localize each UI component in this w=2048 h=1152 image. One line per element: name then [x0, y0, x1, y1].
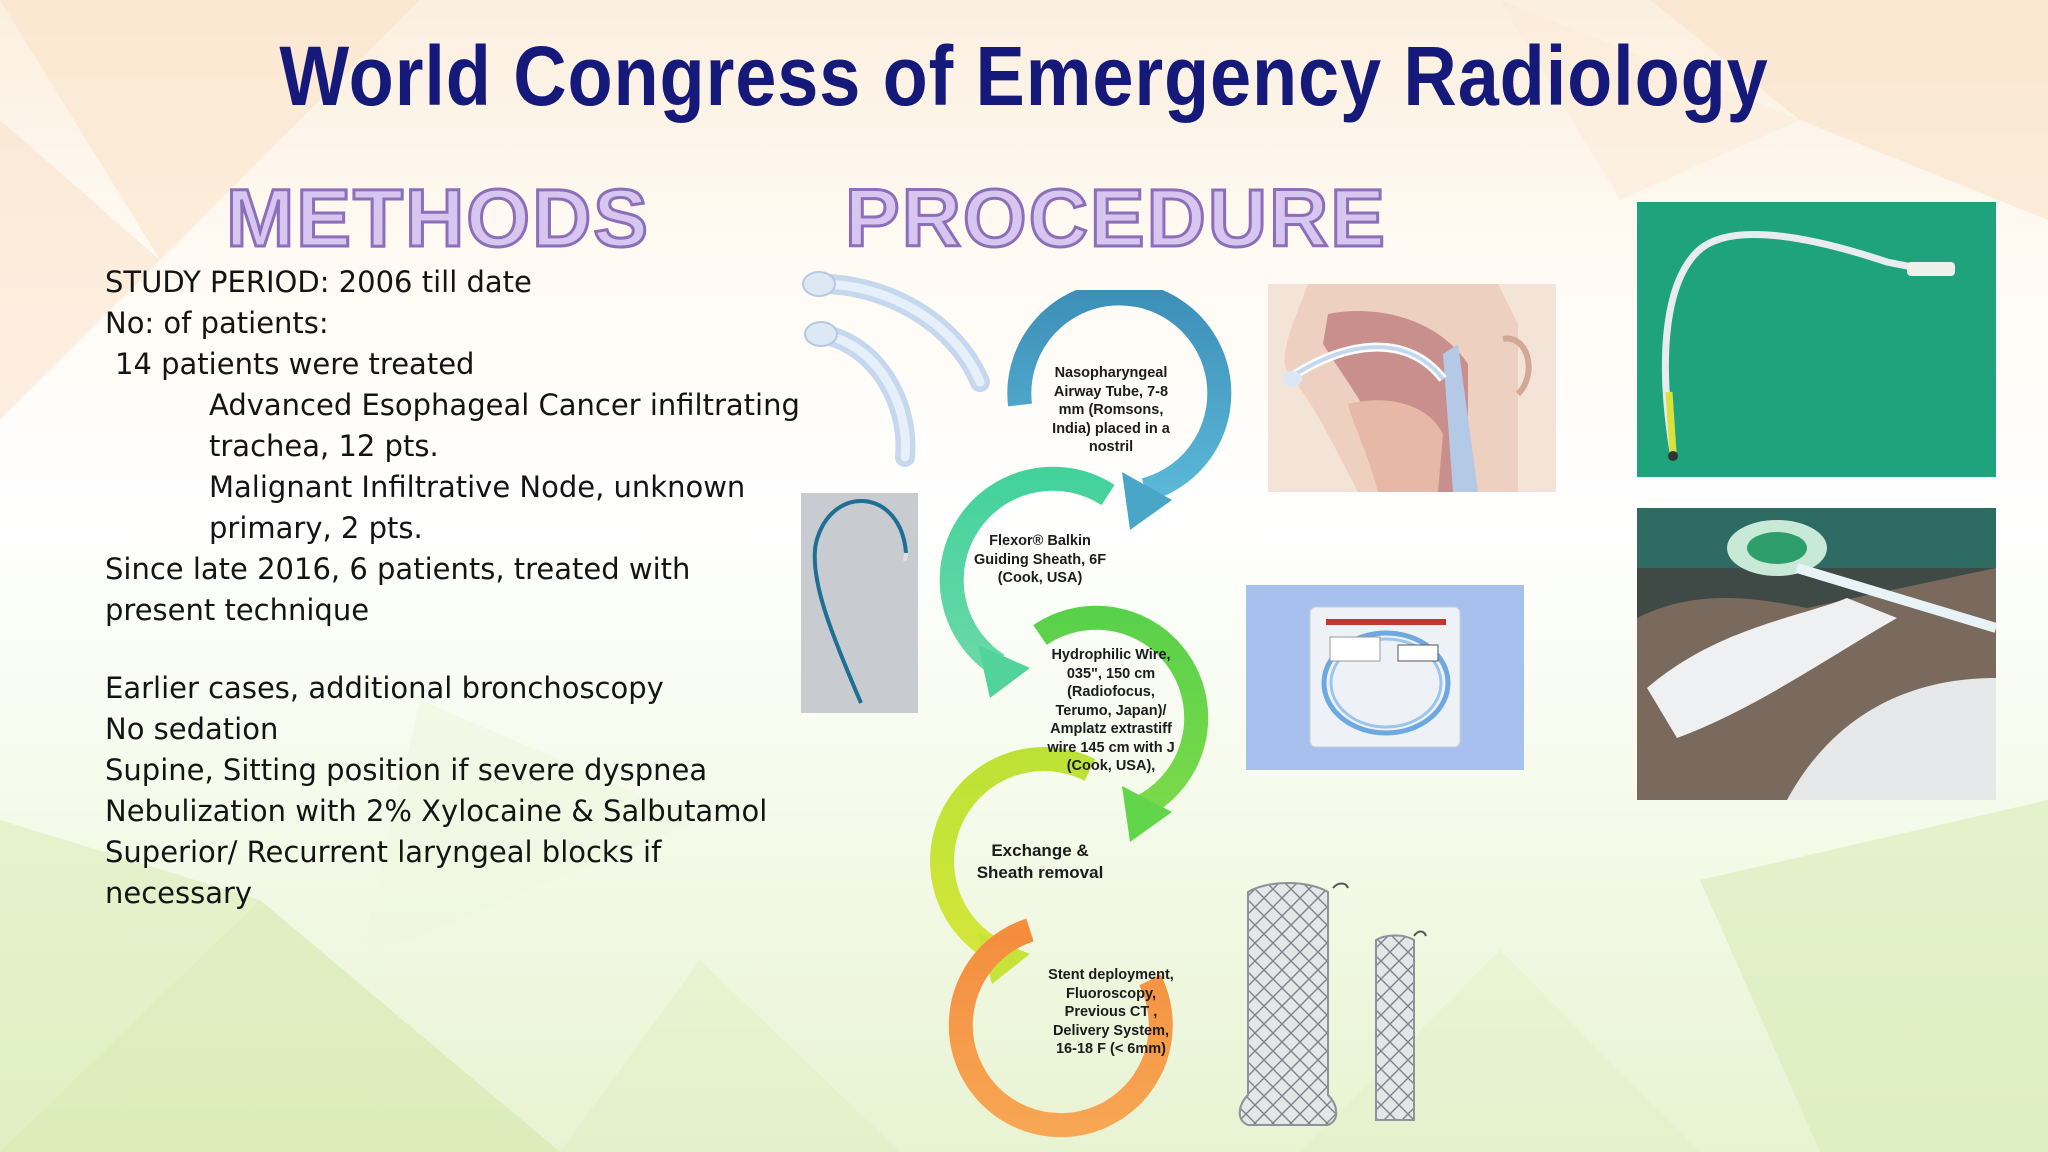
procedure-step-1: Nasopharyngeal Airway Tube, 7-8 mm (Roms… — [1052, 365, 1170, 455]
methods-line: present technique — [105, 593, 370, 627]
flow-arrow-1 — [1007, 290, 1232, 502]
methods-line: necessary — [105, 876, 253, 910]
flow-arrowhead-2 — [978, 645, 1030, 698]
flow-arrowhead-3 — [1122, 786, 1172, 842]
methods-line: No sedation — [105, 712, 279, 746]
airway-tubes-image — [802, 271, 990, 467]
flow-arrow-2 — [939, 466, 1115, 676]
methods-text-block: STUDY PERIOD: 2006 till date No: of pati… — [105, 262, 805, 914]
flow-arrow-4 — [930, 747, 1096, 963]
flow-arrowhead-1 — [1122, 472, 1172, 530]
methods-line: Nebulization with 2% Xylocaine & Salbuta… — [105, 794, 768, 828]
hydrophilic-wire-package-image — [1246, 585, 1524, 770]
methods-line: Malignant Infiltrative Node, unknown — [209, 470, 746, 504]
procedure-flow-diagram — [930, 290, 1232, 1138]
procedure-step-4: Exchange & Sheath removal — [976, 841, 1104, 882]
methods-line: Supine, Sitting position if severe dyspn… — [105, 753, 708, 787]
methods-line: Earlier cases, additional bronchoscopy — [105, 671, 664, 705]
methods-heading: METHODS — [225, 172, 650, 266]
methods-line: 14 patients were treated — [115, 347, 475, 381]
methods-line: Advanced Esophageal Cancer infiltrating — [209, 388, 800, 422]
procedure-step-5: Stent deployment, Fluoroscopy, Previous … — [1048, 967, 1174, 1057]
slide-title: World Congress of Emergency Radiology — [279, 29, 1769, 123]
airway-stents-image — [1238, 882, 1427, 1126]
methods-line: No: of patients: — [105, 306, 329, 340]
flow-arrow-3 — [1033, 605, 1209, 816]
methods-line: Superior/ Recurrent laryngeal blocks if — [105, 835, 662, 869]
methods-line: STUDY PERIOD: 2006 till date — [105, 265, 532, 299]
procedure-heading: PROCEDURE — [844, 172, 1387, 266]
procedure-step-2: Flexor® Balkin Guiding Sheath, 6F (Cook,… — [973, 533, 1107, 586]
procedure-step-3: Hydrophilic Wire, 035", 150 cm (Radiofoc… — [1047, 647, 1175, 774]
catheter-on-drape-photo — [1637, 202, 1996, 477]
guiding-sheath-image — [801, 493, 918, 713]
methods-line: Since late 2016, 6 patients, treated wit… — [105, 552, 691, 586]
nasal-airway-anatomy-image — [1268, 284, 1556, 492]
flow-arrow-5 — [948, 918, 1173, 1138]
methods-line: primary, 2 pts. — [209, 511, 423, 545]
procedure-in-progress-photo — [1637, 508, 1996, 800]
methods-line: trachea, 12 pts. — [209, 429, 439, 463]
